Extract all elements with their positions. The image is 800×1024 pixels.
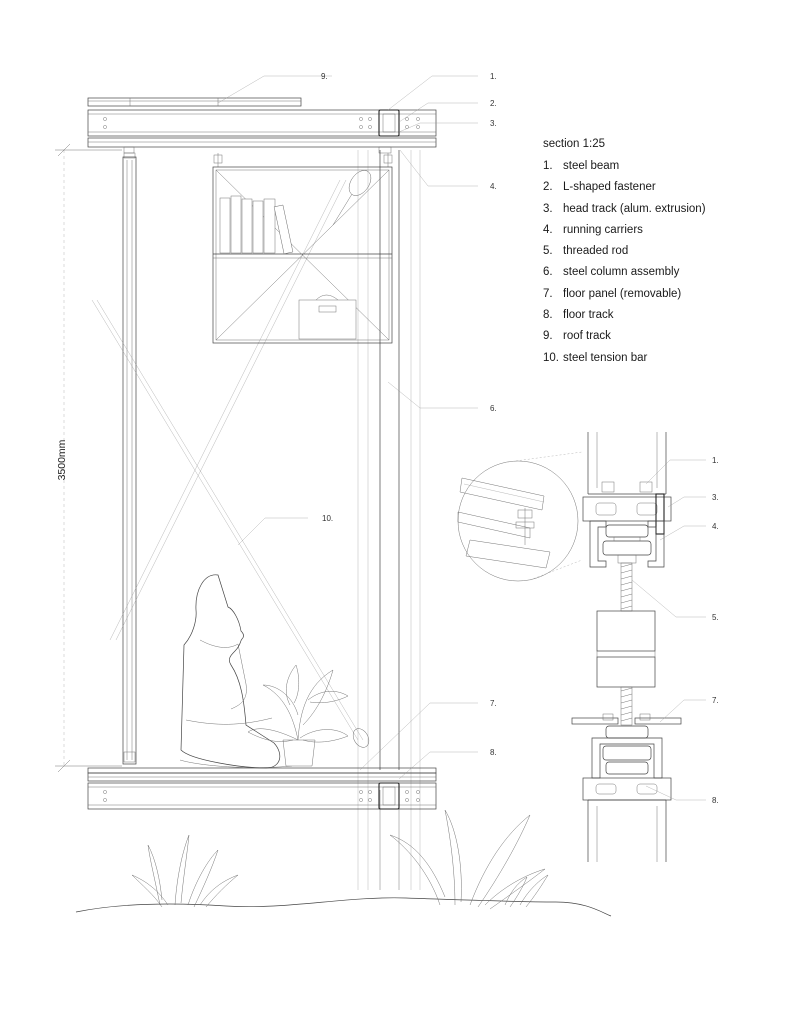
legend-item-number: 8. (543, 309, 553, 322)
legend-item-number: 3. (543, 202, 553, 215)
detail-leaders (631, 459, 706, 801)
steel-tension-bars (91, 179, 364, 741)
legend-item: 6. steel column assembly (543, 262, 783, 283)
detail-callout-1: 1. (712, 456, 719, 465)
callout-9: 9. (321, 72, 328, 81)
hanging-shelving-unit (212, 153, 393, 344)
legend-item-number: 5. (543, 245, 553, 258)
legend-item-number: 9. (543, 330, 553, 343)
callout-3: 3. (490, 119, 497, 128)
legend: section 1:25 1. steel beam 2. L-shaped fast… (543, 138, 783, 369)
legend-item: 1. steel beam (543, 156, 783, 177)
legend-item-number: 2. (543, 181, 553, 194)
legend-item: 9. roof track (543, 326, 783, 347)
detail-callout-7: 7. (712, 696, 719, 705)
floor-assembly (87, 767, 437, 810)
legend-item: 5. threaded rod (543, 241, 783, 262)
callout-8: 8. (490, 748, 497, 757)
detail-callout-5: 5. (712, 613, 719, 622)
detail-callout-3: 3. (712, 493, 719, 502)
detail-threaded-rod (596, 562, 656, 726)
legend-item-label: L-shaped fastener (563, 181, 656, 194)
sliding-panel (122, 152, 137, 765)
legend-item: 7. floor panel (removable) (543, 284, 783, 305)
legend-item-label: floor panel (removable) (563, 287, 682, 300)
legend-item: 3. head track (alum. extrusion) (543, 199, 783, 220)
height-dimension (55, 143, 122, 773)
callout-2: 2. (490, 99, 497, 108)
callout-6: 6. (490, 404, 497, 413)
legend-title: section 1:25 (543, 138, 606, 150)
legend-item-label: steel column assembly (563, 266, 680, 279)
legend-list: 1. steel beam 2. L-shaped fastener 3. head tr… (543, 156, 783, 369)
legend-item: 10. steel tension bar (543, 348, 783, 369)
legend-item-label: threaded rod (563, 245, 629, 258)
steel-column-assembly (357, 150, 421, 890)
callout-4: 4. (490, 182, 497, 191)
magnified-detail-circle (457, 451, 583, 582)
potted-plant (247, 664, 370, 767)
legend-item: 8. floor track (543, 305, 783, 326)
detail-callout-8: 8. (712, 796, 719, 805)
dimension-label: 3500mm (56, 439, 68, 480)
legend-item-number: 10. (543, 351, 559, 364)
legend-item: 4. running carriers (543, 220, 783, 241)
detail-lower (571, 713, 682, 862)
roof-track (87, 97, 302, 107)
callout-7: 7. (490, 699, 497, 708)
ground-landscape (75, 809, 612, 917)
seated-figure (179, 574, 293, 769)
section-leaders (217, 75, 478, 780)
legend-item-number: 4. (543, 223, 553, 236)
legend-item-number: 1. (543, 160, 553, 172)
legend-item-label: floor track (563, 309, 614, 322)
legend-item-label: steel beam (563, 160, 620, 172)
legend-item-label: steel tension bar (563, 351, 648, 364)
legend-item-label: roof track (563, 330, 611, 343)
callout-10: 10. (322, 514, 333, 523)
head-track (87, 137, 437, 154)
legend-item: 2. L-shaped fastener (543, 177, 783, 198)
legend-item-label: head track (alum. extrusion) (563, 202, 706, 215)
l-shaped-fastener (378, 109, 400, 137)
detail-upper (582, 432, 672, 568)
legend-item-label: running carriers (563, 223, 643, 236)
callout-1: 1. (490, 72, 497, 81)
legend-item-number: 6. (543, 266, 553, 279)
legend-item-number: 7. (543, 287, 553, 300)
detail-callout-4: 4. (712, 522, 719, 531)
